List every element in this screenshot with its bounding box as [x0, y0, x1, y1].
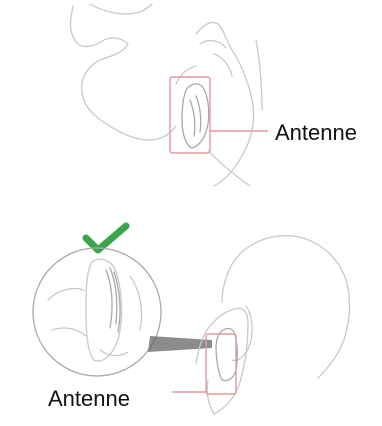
top-hearing-aid-detail	[190, 96, 201, 136]
antenna-label-top: Antenne	[275, 122, 357, 144]
check-icon	[86, 226, 126, 250]
top-neck-outline	[208, 150, 250, 186]
top-illustration	[71, 4, 268, 186]
top-finger-2	[214, 54, 232, 76]
bottom-hand-outline	[196, 308, 248, 414]
top-hearing-aid	[182, 84, 209, 148]
top-jaw-outline	[90, 4, 152, 14]
top-finger-1	[200, 41, 226, 48]
bottom-hearing-aid	[216, 329, 237, 381]
top-thumb	[176, 66, 196, 84]
zoom-finger-2	[52, 328, 86, 336]
zoom-ear	[130, 276, 142, 330]
bottom-finger	[207, 380, 214, 414]
antenna-label-bottom: Antenne	[48, 388, 130, 410]
bottom-head-outline	[222, 236, 350, 378]
zoom-thumb	[100, 350, 128, 356]
zoom-finger-1	[48, 288, 84, 300]
top-back-head	[256, 40, 262, 110]
top-head-outline	[71, 6, 176, 140]
